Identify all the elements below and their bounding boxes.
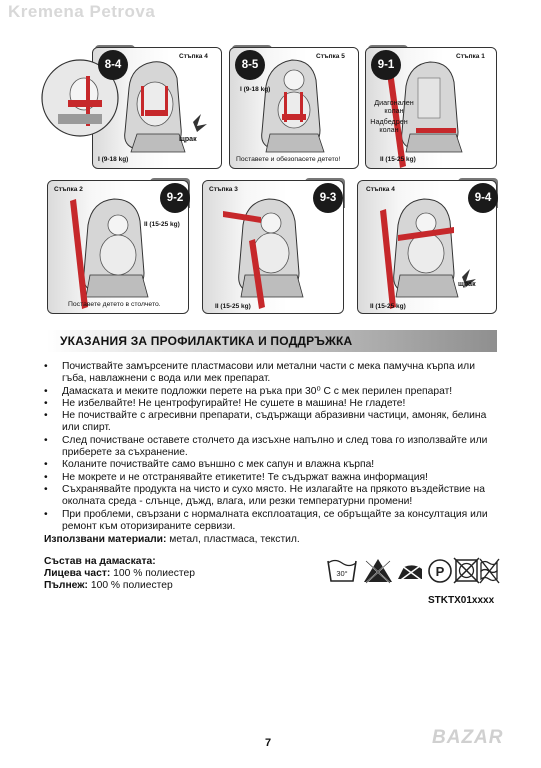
- weight-label: II (15-25 kg): [144, 221, 180, 228]
- bullet: •: [44, 434, 48, 446]
- weight-label: II (15-25 kg): [370, 303, 406, 310]
- instruction-note: Поставете детето в столчето.: [68, 301, 161, 308]
- step-badge: 9-3: [313, 183, 343, 213]
- step-badge: 9-2: [160, 183, 190, 213]
- fill-value: 100 % полиестер: [88, 580, 173, 591]
- fabric-composition: Състав на дамаската: Лицева част: 100 % …: [44, 556, 195, 592]
- car-seat-illustration: [70, 198, 149, 309]
- care-symbols: 30° P: [327, 557, 500, 584]
- step-label: Стъпка 3: [209, 186, 238, 193]
- diagonal-belt-label: Диагонален колан: [374, 98, 414, 115]
- section-header-bar: [47, 330, 497, 352]
- list-item: •Не мокрете и не отстранявайте етикетите…: [44, 471, 428, 483]
- car-seat-illustration: [124, 61, 207, 153]
- face-value: 100 % полиестер: [110, 568, 195, 579]
- list-item: •След почистване оставете столчето да из…: [44, 434, 488, 459]
- no-bleach-icon: [364, 559, 392, 584]
- bullet: •: [44, 508, 48, 520]
- instruction-panel-9-3: Стъпка 3 II (15-25 kg): [202, 180, 344, 314]
- step-badge: 8-5: [235, 50, 265, 80]
- click-label: щрак: [458, 281, 476, 288]
- section-title: УКАЗАНИЯ ЗА ПРОФИЛАКТИКА И ПОДДРЪЖКА: [60, 334, 353, 348]
- step-badge: 8-4: [98, 50, 128, 80]
- weight-label: II (15-25 kg): [380, 156, 416, 163]
- list-item: •Не почиствайте с агресивни препарати, с…: [44, 410, 487, 434]
- lap-belt-label: Надбедрен колан: [370, 117, 408, 134]
- bullet: •: [44, 471, 48, 483]
- page-number: 7: [265, 737, 272, 749]
- step-badge: 9-4: [468, 183, 498, 213]
- car-seat-illustration: [223, 198, 304, 309]
- instruction-panel-8-5: Стъпка 5 I (9-18 kg) Поставете и обезопа…: [229, 47, 359, 169]
- watermark-text: Kremena Petrova: [8, 2, 156, 21]
- step-label: Стъпка 1: [456, 53, 485, 60]
- fabric-heading: Състав на дамаската:: [44, 556, 156, 567]
- bazar-watermark-logo: BAZAR: [432, 727, 504, 748]
- face-label: Лицева част:: [44, 568, 111, 579]
- bullet: •: [44, 385, 48, 397]
- fill-label: Пълнеж:: [44, 580, 88, 591]
- car-seat-illustration: [380, 198, 476, 309]
- bullet: •: [44, 410, 48, 422]
- dry-clean-p-icon: P: [428, 559, 452, 583]
- list-item: •Коланите почиствайте само външно с мек …: [44, 459, 375, 471]
- wash-temp: 30°: [336, 569, 347, 578]
- bullet: •: [44, 459, 48, 471]
- materials-value: метал, пластмаса, текстил.: [166, 534, 300, 545]
- step-badge: 9-1: [371, 50, 401, 80]
- step-label: Стъпка 5: [316, 53, 345, 60]
- no-iron-icon: [397, 562, 425, 583]
- step-label: Стъпка 4: [366, 186, 395, 193]
- hand-wash-30-icon: 30°: [327, 559, 357, 582]
- step-label: Стъпка 4: [179, 53, 208, 60]
- list-item: •Не избелвайте! Не центрофугирайте! Не с…: [44, 397, 406, 409]
- bullet: •: [44, 361, 48, 372]
- product-code: STKTX01xxxx: [428, 595, 495, 606]
- bullet: •: [44, 397, 48, 409]
- weight-label: I (9-18 kg): [240, 86, 271, 93]
- step-label: Стъпка 2: [54, 186, 83, 193]
- weight-label: I (9-18 kg): [98, 156, 129, 163]
- no-wring-icon: [479, 558, 500, 584]
- materials-line: Използвани материали: метал, пластмаса, …: [44, 534, 300, 545]
- list-item: •Съхранявайте продукта на чисто и сухо м…: [44, 483, 485, 508]
- dry-clean-letter: P: [436, 564, 445, 579]
- instruction-panel-8-4: Стъпка 4 I (9-18 kg) щрак: [92, 47, 222, 169]
- zoom-circle: [41, 59, 119, 137]
- instruction-note: Поставете и обезопасете детето!: [236, 156, 341, 163]
- maintenance-list: •Почиствайте замърсените пластмасови или…: [44, 361, 500, 533]
- car-seat-illustration: [261, 59, 325, 153]
- list-item: •При проблеми, свързани с нормалната екс…: [44, 508, 488, 532]
- weight-label: II (15-25 kg): [215, 303, 251, 310]
- list-item: •Дамаската и меките подложки перете на р…: [44, 385, 453, 397]
- list-item: •Почиствайте замърсените пластмасови или…: [44, 361, 475, 385]
- bullet: •: [44, 483, 48, 495]
- no-tumble-dry-icon: [453, 557, 480, 584]
- click-label: щрак: [179, 136, 197, 143]
- car-seat-illustration: [386, 61, 463, 168]
- materials-label: Използвани материали:: [44, 534, 167, 545]
